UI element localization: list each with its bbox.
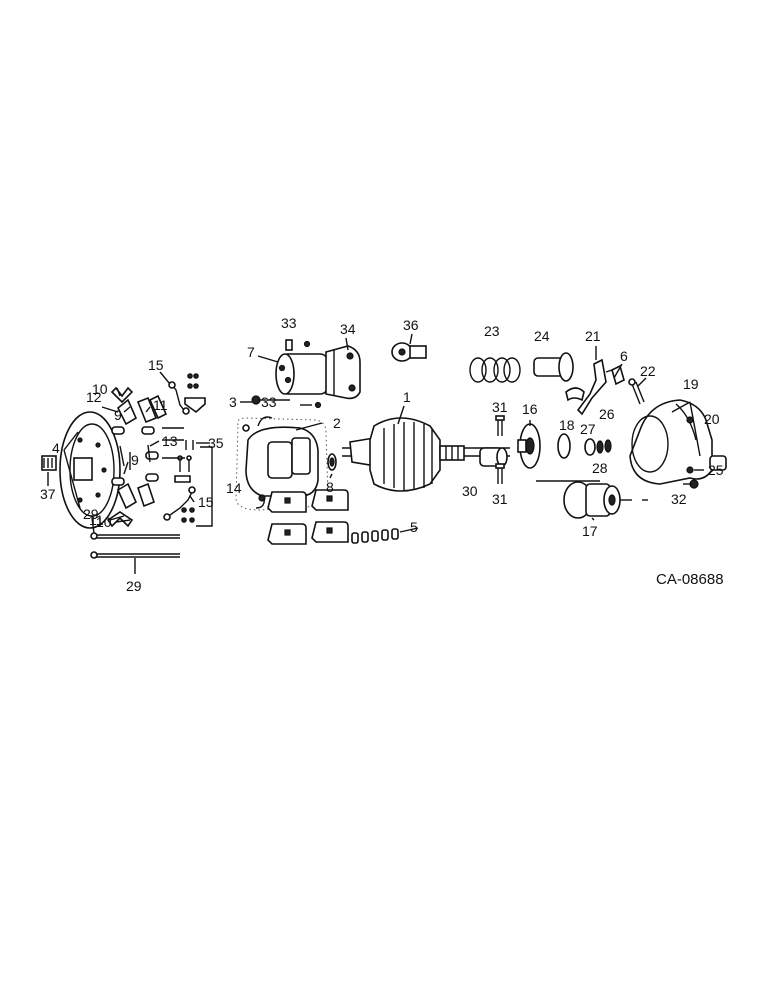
callout-35: 35 [208, 435, 224, 451]
callout-30: 30 [462, 483, 478, 499]
part-callouts: 1 2 3 4 5 6 7 8 9 9 10 10 11 11 12 13 14… [40, 315, 724, 594]
callout-10-top: 10 [92, 381, 108, 397]
callout-36: 36 [403, 317, 419, 333]
callout-25: 25 [708, 462, 724, 478]
callout-8: 8 [326, 479, 334, 495]
callout-6: 6 [620, 348, 628, 364]
plunger-sleeve [533, 352, 574, 382]
callout-31-top: 31 [492, 399, 508, 415]
commutator-end-plate [59, 411, 121, 529]
bracket-14 [196, 446, 213, 527]
callout-17: 17 [582, 523, 598, 539]
callout-16: 16 [522, 401, 538, 417]
callout-20: 20 [704, 411, 720, 427]
callout-27: 27 [580, 421, 596, 437]
callout-5: 5 [410, 519, 418, 535]
callout-3: 3 [229, 394, 237, 410]
drawing-code: CA-08688 [656, 571, 724, 588]
thrust-washer-18 [557, 433, 571, 459]
plug-25 [686, 466, 694, 474]
callout-33-mid: 33 [261, 394, 277, 410]
callout-9-bottom: 9 [131, 452, 139, 468]
callout-26: 26 [599, 406, 615, 422]
shift-lever [565, 358, 625, 416]
retainer-27 [584, 438, 596, 456]
thrust-washer [327, 453, 337, 471]
drive-housing [629, 399, 713, 485]
solenoid-plunger [391, 342, 427, 362]
callout-11-bottom: 11 [89, 512, 104, 528]
nose-bushing [709, 455, 727, 471]
callout-1: 1 [403, 389, 411, 405]
callout-34: 34 [340, 321, 356, 337]
callout-23: 23 [484, 323, 500, 339]
callout-11-top: 11 [153, 397, 168, 413]
callout-21: 21 [585, 328, 601, 344]
callout-18: 18 [559, 417, 575, 433]
drive-clutch [536, 480, 648, 519]
armature [342, 417, 510, 492]
ring-28 [596, 440, 604, 454]
callout-32: 32 [671, 491, 687, 507]
solenoid-screws [251, 339, 322, 409]
callout-13: 13 [162, 433, 178, 449]
callout-14: 14 [226, 480, 242, 496]
callout-31-bottom: 31 [492, 491, 508, 507]
callout-28: 28 [592, 460, 608, 476]
callout-29-bottom: 29 [126, 578, 142, 594]
callout-7: 7 [247, 344, 255, 360]
through-bolts [90, 532, 180, 559]
callout-33-top: 33 [281, 315, 297, 331]
brush-leads [163, 373, 199, 523]
callout-12: 12 [86, 389, 102, 405]
intermediate-bearing [517, 423, 541, 469]
pole-shoe-screws [351, 528, 399, 544]
callout-37: 37 [40, 486, 56, 502]
terminal-studs [162, 397, 206, 483]
collar-26 [604, 439, 612, 453]
callout-19: 19 [683, 376, 699, 392]
callout-29-top: 29 [83, 506, 99, 522]
callout-9-top: 9 [114, 407, 122, 423]
bushing-37 [41, 455, 57, 471]
callout-15-top: 15 [148, 357, 164, 373]
callout-10-bottom: 10 [96, 514, 112, 530]
callout-4: 4 [52, 440, 60, 456]
callout-15-bottom: 15 [198, 494, 214, 510]
solenoid [275, 345, 361, 400]
callout-22: 22 [640, 363, 656, 379]
pole-shoes [267, 489, 349, 545]
bearing-screws [495, 415, 505, 484]
return-springs [469, 357, 521, 383]
field-frame-assembly [235, 416, 329, 511]
lever-pin [628, 378, 645, 405]
callout-24: 24 [534, 328, 550, 344]
leader-lines [47, 333, 704, 574]
callout-2: 2 [333, 415, 341, 431]
